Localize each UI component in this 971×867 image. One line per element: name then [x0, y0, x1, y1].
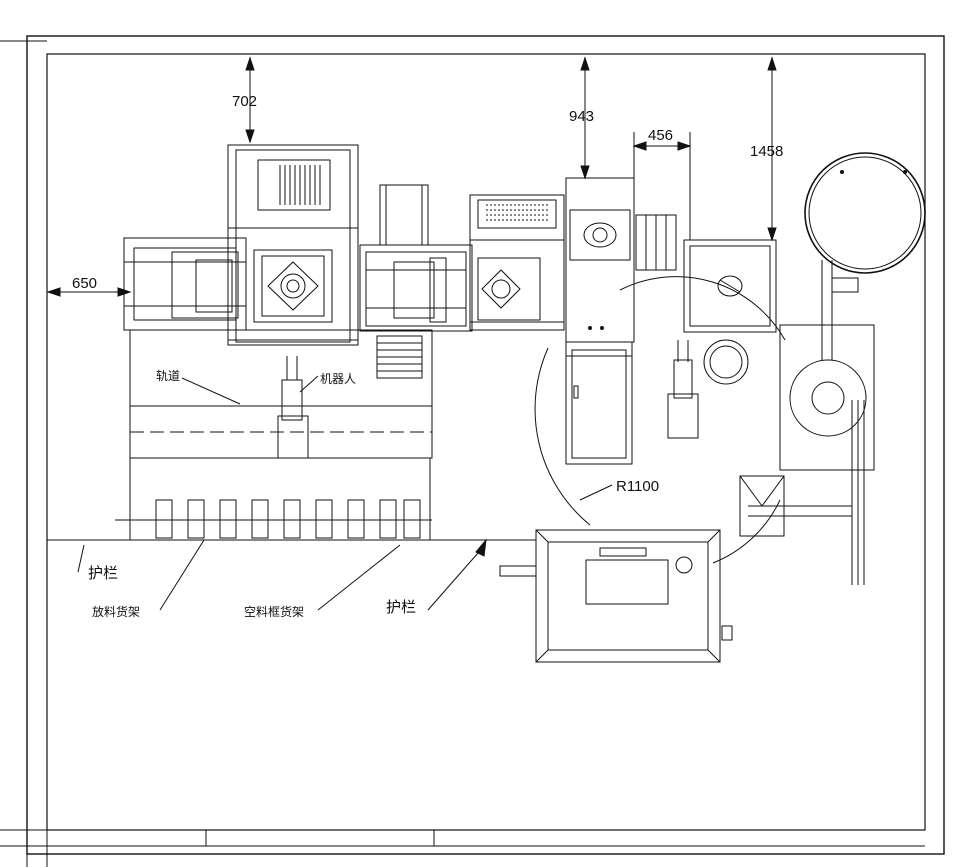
dimension-1458: 1458 [750, 56, 783, 242]
control-cabinet [565, 177, 635, 465]
blank-rack [115, 457, 432, 541]
machining-center-2 [359, 244, 473, 332]
bin-rack-label: 空料框货架 [244, 604, 304, 619]
dimension-943: 943 [569, 56, 594, 180]
storage-tank [804, 152, 926, 274]
drawing-frame [0, 35, 945, 867]
vertical-feeder [376, 184, 429, 379]
cell-robot [667, 340, 699, 439]
dim-456-text: 456 [648, 127, 673, 144]
dimension-456: 456 [632, 127, 692, 290]
leader-lines [77, 375, 487, 611]
robot-work-envelope: R1100 [534, 276, 786, 564]
track-label: 轨道 [156, 369, 180, 383]
dim-1458-text: 1458 [750, 143, 783, 160]
rotary-table [703, 339, 749, 385]
track-robot [277, 356, 309, 459]
robot-track [129, 329, 433, 459]
dim-943-text: 943 [569, 108, 594, 125]
machining-center-1 [123, 144, 359, 346]
washing-station [683, 239, 777, 333]
guardrail-left-label: 护栏 [88, 564, 118, 582]
inspection-station [499, 529, 733, 663]
fixture-stand [635, 214, 677, 271]
robot-label: 机器人 [320, 372, 356, 386]
dimension-702: 702 [232, 56, 257, 144]
guardrail-right-label: 护栏 [386, 598, 416, 616]
dim-650-text: 650 [72, 275, 97, 292]
machining-center-3 [469, 194, 565, 331]
radius-label: R1100 [616, 478, 659, 495]
rotary-conveyor [739, 260, 875, 585]
dimension-650: 650 [46, 275, 132, 297]
blank-rack-label: 放料货架 [92, 604, 140, 619]
dim-702-text: 702 [232, 93, 257, 110]
